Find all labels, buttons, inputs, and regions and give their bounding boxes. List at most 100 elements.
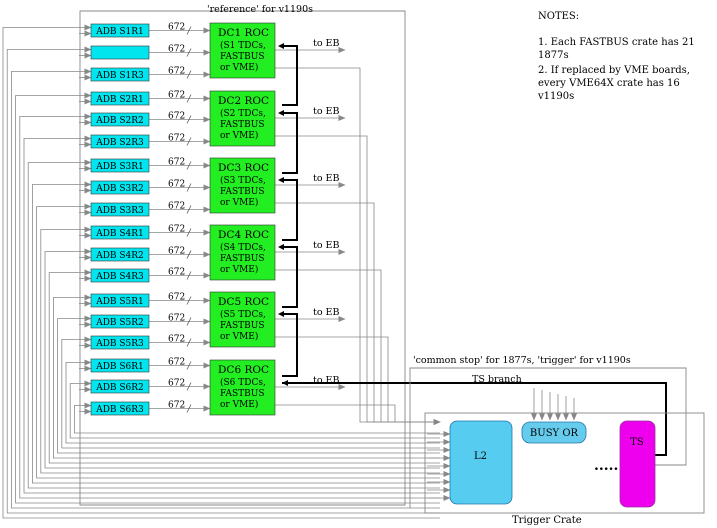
adb-label: ADB S2R1: [95, 95, 144, 105]
bus-slash: [186, 317, 192, 326]
adb-feed-wire: [65, 359, 440, 444]
bus-slash: [186, 296, 192, 305]
bus-width-label: 672: [168, 225, 185, 235]
ts-box: [619, 420, 656, 508]
adb-feed-wire: [36, 203, 440, 479]
adb-box: [90, 67, 150, 82]
bus-width-label: 672: [168, 45, 185, 55]
bus-slash: [186, 183, 192, 192]
bus-slash: [186, 404, 192, 413]
bus-width-label: 672: [168, 202, 185, 212]
adb-label: ADB S5R3: [95, 339, 144, 349]
adb-feed-wire: [27, 159, 440, 489]
bus-width-label: 672: [168, 314, 185, 324]
adb-label: ADB S2R2: [95, 116, 144, 126]
adb-label: ADB S5R2: [95, 318, 144, 328]
roc-box: [209, 157, 276, 214]
adb-feed-wire: [53, 294, 440, 459]
bus-width-label: 672: [168, 23, 185, 33]
diagram-labels: 'reference' for v1190s 'common stop' for…: [95, 4, 644, 526]
bus-slash: [186, 115, 192, 124]
bus-width-label: 672: [168, 335, 185, 345]
adb-box: [90, 91, 150, 106]
adb-label: ADB S2R3: [95, 138, 144, 148]
adb-label: ADB S5R1: [95, 297, 144, 307]
adb-box: [90, 314, 150, 329]
roc-detail: or VME): [220, 331, 258, 342]
adb-box: [90, 202, 150, 217]
l2-box: [449, 420, 513, 505]
adb-feed-wire: [74, 402, 440, 434]
adb-box: [90, 134, 150, 149]
adb-feed-wire: [44, 248, 440, 469]
adb-feed-wire: [2, 24, 440, 519]
bus-width-label: 672: [168, 247, 185, 257]
roc-detail: FASTBUS: [220, 52, 265, 62]
ts-daisy-chain: [282, 45, 298, 377]
adb-box: [90, 158, 150, 173]
bus-width-label: 672: [168, 112, 185, 122]
adb-box: [90, 401, 150, 416]
l2-label: L2: [474, 451, 487, 462]
roc-detail: or VME): [220, 197, 258, 208]
reference-label: 'reference' for v1190s: [207, 4, 313, 15]
adb-box: [90, 45, 150, 60]
roc-detail: (S6 TDCs,: [220, 377, 266, 388]
roc-box: [209, 90, 276, 147]
ts-branch-line: [282, 382, 667, 456]
roc-busy-wire: [275, 67, 441, 425]
trigger-crate-label: Trigger Crate: [512, 515, 582, 526]
bus-width-label: 672: [168, 401, 185, 411]
adb-feed-wire: [61, 336, 440, 449]
bus-slash: [186, 250, 192, 259]
roc-detail: or VME): [220, 130, 258, 141]
adb-box: [90, 225, 150, 240]
to-eb-label: to EB: [313, 173, 339, 184]
roc-box: [209, 22, 276, 79]
bus-width-label: 672: [168, 91, 185, 101]
adb-box: [90, 23, 150, 38]
adb-label: ADB S1R1: [95, 27, 144, 37]
adb-box: [90, 247, 150, 262]
adb-box: [90, 335, 150, 350]
busy-or-label: BUSY OR: [530, 428, 579, 439]
adb-label: ADB S4R3: [95, 272, 144, 282]
bus-slash: [186, 228, 192, 237]
roc-detail: FASTBUS: [220, 389, 265, 399]
roc-title: DC6 ROC: [218, 364, 269, 376]
ts-branch-label: TS branch: [472, 374, 522, 385]
adb-box: [90, 358, 150, 373]
ellipsis-label: .....: [594, 458, 618, 474]
roc-busy-wire: [275, 202, 441, 425]
bus-width-label: 672: [168, 293, 185, 303]
common-stop-label: 'common stop' for 1877s, 'trigger' for v…: [413, 355, 631, 366]
roc-detail: (S2 TDCs,: [220, 108, 266, 119]
adb-box: [90, 293, 150, 308]
ts-label: TS: [630, 437, 644, 448]
adb-feed-wire: [57, 315, 440, 454]
roc-title: DC3 ROC: [218, 162, 269, 174]
roc-detail: (S3 TDCs,: [220, 175, 266, 186]
bus-slash: [186, 338, 192, 347]
roc-detail: (S4 TDCs,: [220, 242, 266, 253]
adb-label: ADB S3R3: [95, 206, 144, 216]
chain-arrow: [278, 110, 284, 116]
adb-feed-wire: [11, 68, 440, 509]
roc-busy-wire: [275, 135, 441, 425]
roc-detail: FASTBUS: [220, 120, 265, 130]
roc-title: DC4 ROC: [218, 229, 269, 241]
roc-detail: or VME): [220, 264, 258, 275]
adb-feed-wire: [23, 135, 440, 494]
roc-box: [209, 359, 276, 416]
bus-slash: [186, 382, 192, 391]
adb-label: ADB S4R1: [95, 229, 144, 239]
bus-slash: [186, 94, 192, 103]
roc-title: DC1 ROC: [218, 27, 269, 39]
chain-arrow: [278, 244, 284, 250]
bus-width-label: 672: [168, 180, 185, 190]
adb-label: ADB S1R3: [95, 71, 144, 81]
bus-slash: [186, 26, 192, 35]
note-item: 1. Each FASTBUS crate has 21 1877s: [538, 37, 695, 61]
roc-detail: FASTBUS: [220, 321, 265, 331]
